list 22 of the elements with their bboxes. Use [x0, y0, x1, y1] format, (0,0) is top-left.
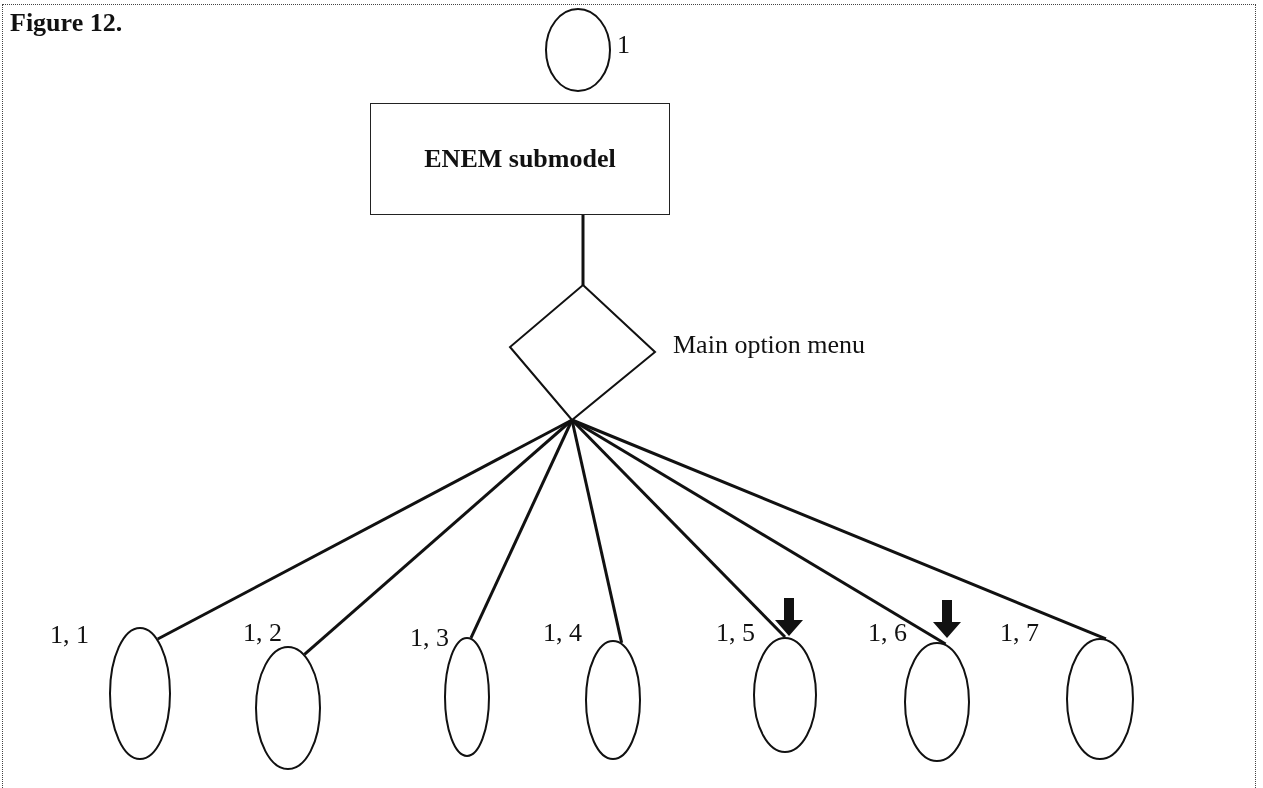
decision-diamond — [510, 285, 655, 420]
figure-title: Figure 12. — [10, 8, 123, 38]
ellipse-node — [1066, 638, 1134, 760]
node-label: 1, 5 — [716, 618, 755, 648]
connector-line — [581, 215, 585, 285]
node-label: 1, 6 — [868, 618, 907, 648]
ellipse-node — [585, 640, 641, 760]
node-label: 1 — [617, 30, 630, 60]
ellipse-node — [255, 646, 321, 770]
node-label: 1, 1 — [50, 620, 89, 650]
ellipse-node — [109, 627, 171, 760]
node-label: 1, 3 — [410, 623, 449, 653]
ellipse-node — [545, 8, 611, 92]
node-label: 1, 4 — [543, 618, 582, 648]
ellipse-node — [904, 642, 970, 762]
process-box: ENEM submodel — [370, 103, 670, 215]
node-label: 1, 2 — [243, 618, 282, 648]
connector-line — [303, 418, 573, 656]
ellipse-node — [753, 637, 817, 753]
node-label: 1, 7 — [1000, 618, 1039, 648]
connector-line — [570, 419, 624, 644]
node-label: Main option menu — [673, 330, 866, 360]
